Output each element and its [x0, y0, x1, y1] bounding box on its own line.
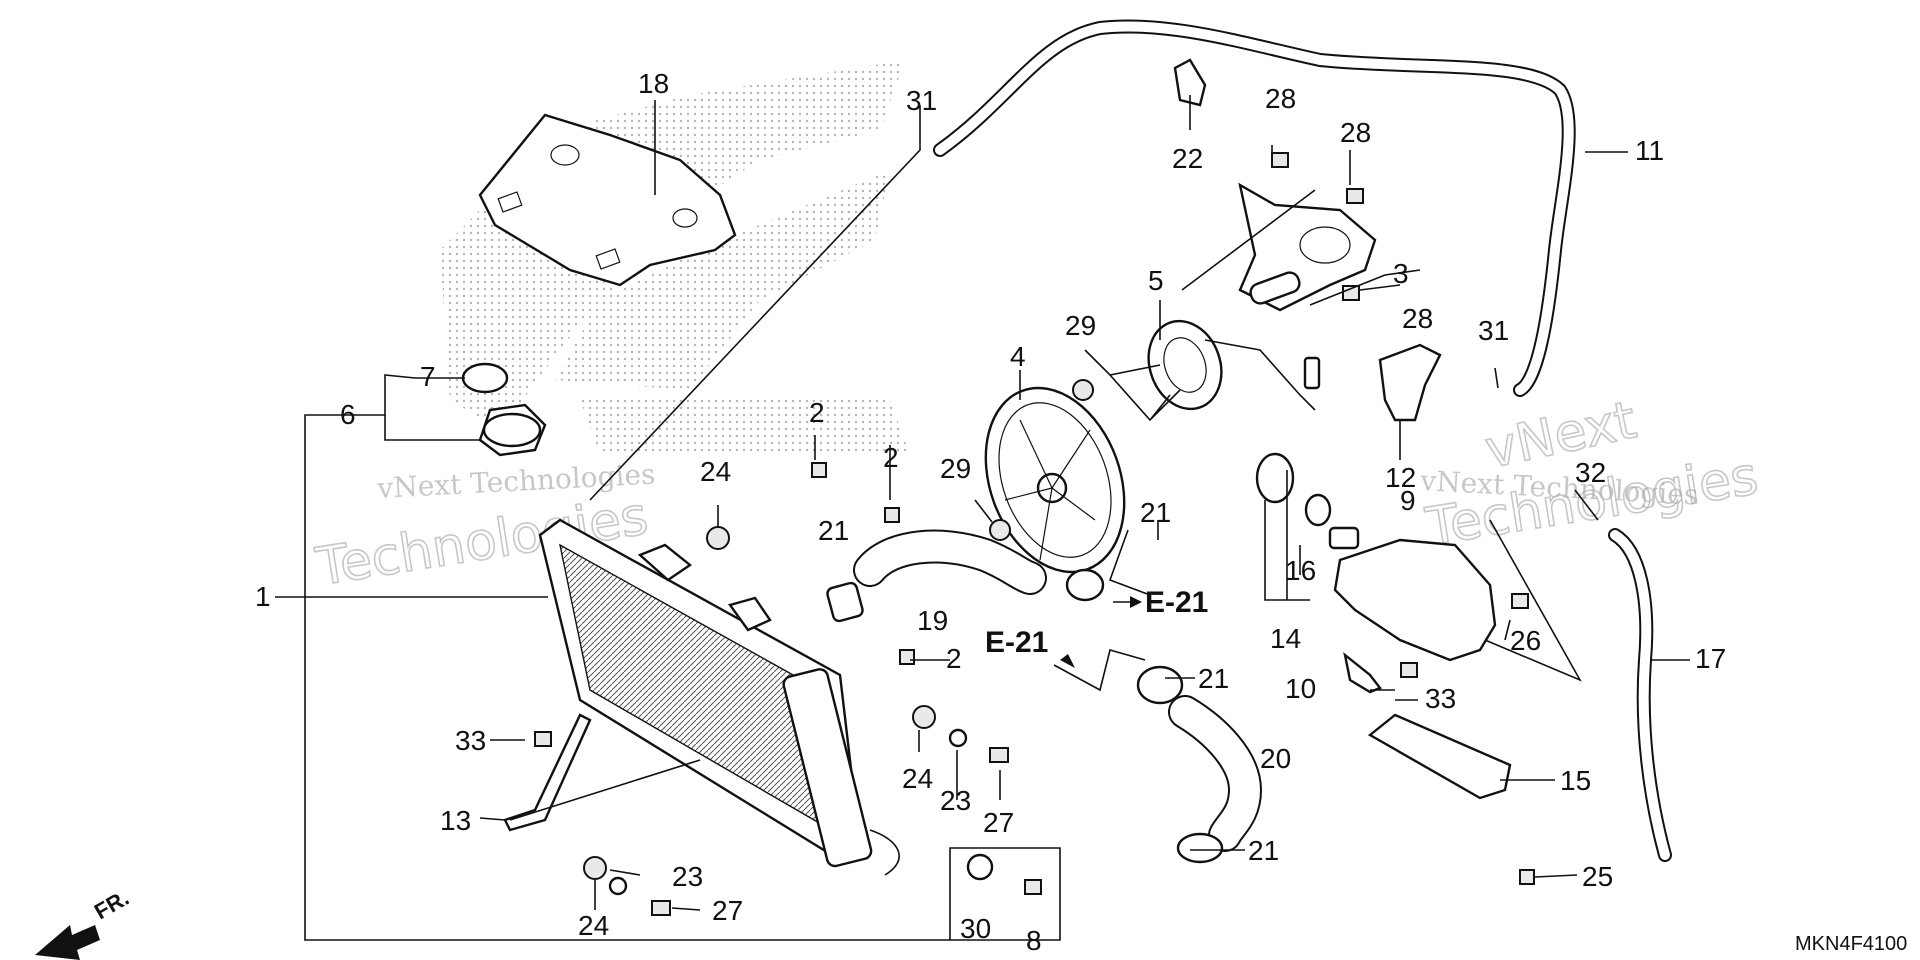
front-direction-arrow: FR.	[35, 885, 133, 960]
diagram-code: MKN4F4100	[1795, 933, 1907, 955]
callout-30: 30	[960, 913, 991, 944]
callout-2-a: 2	[809, 397, 825, 428]
clamp-parts-21	[826, 568, 1224, 864]
callout-32: 32	[1575, 457, 1606, 488]
callout-23-low: 23	[672, 861, 703, 892]
reference-labels: E-21 E-21	[985, 586, 1208, 659]
callout-26: 26	[1510, 625, 1541, 656]
callout-21-mid: 21	[1140, 497, 1171, 528]
part-17-hose	[1608, 528, 1672, 862]
callout-21-bottom: 21	[1248, 835, 1279, 866]
callout-labels: 18 31 7 6 1 24 2 2 2 21 19 4 29 29 5 21 …	[255, 68, 1726, 956]
part-15-cover	[1367, 713, 1512, 800]
callout-29-top: 29	[1065, 310, 1096, 341]
callout-8: 8	[1026, 925, 1042, 956]
part-5-motor	[1147, 319, 1321, 411]
callout-24-top: 24	[700, 456, 731, 487]
svg-text:FR.: FR.	[90, 885, 133, 924]
callout-13: 13	[440, 805, 471, 836]
callout-2-b: 2	[883, 442, 899, 473]
callout-16: 16	[1285, 555, 1316, 586]
callout-11: 11	[1635, 135, 1664, 166]
callout-21-left: 21	[818, 515, 849, 546]
reference-e21-left: E-21	[985, 626, 1048, 659]
callout-27-mid: 27	[983, 807, 1014, 838]
leader-lines	[275, 95, 1690, 941]
callout-31-right: 31	[1478, 315, 1509, 346]
callout-17: 17	[1695, 643, 1726, 674]
callout-28-low: 28	[1402, 303, 1433, 334]
callout-23-mid: 23	[940, 785, 971, 816]
part-9-reservoir	[1255, 343, 1497, 662]
callout-5: 5	[1148, 265, 1164, 296]
part-19-hose	[853, 529, 1047, 595]
callout-2-c: 2	[946, 643, 962, 674]
callout-6: 6	[340, 399, 356, 430]
callout-31-left: 31	[906, 85, 937, 116]
callout-27-low: 27	[712, 895, 743, 926]
callout-21-lower: 21	[1198, 663, 1229, 694]
callout-7: 7	[420, 361, 436, 392]
callout-19: 19	[917, 605, 948, 636]
callout-25: 25	[1582, 861, 1613, 892]
callout-24-mid: 24	[902, 763, 933, 794]
callout-33-right: 33	[1425, 683, 1456, 714]
callout-9: 9	[1400, 485, 1416, 516]
callout-18: 18	[638, 68, 669, 99]
callout-24-low: 24	[578, 910, 609, 941]
part-22-connector	[1173, 58, 1207, 107]
part-1-radiator	[538, 518, 900, 876]
part-11-hose	[933, 19, 1576, 397]
callout-29-left: 29	[940, 453, 971, 484]
callout-22: 22	[1172, 143, 1203, 174]
part-13-bracket	[503, 713, 592, 832]
callout-12: 12	[1385, 462, 1416, 493]
callout-28-top: 28	[1265, 83, 1296, 114]
callout-15: 15	[1560, 765, 1591, 796]
callout-33-left: 33	[455, 725, 486, 756]
callout-3: 3	[1393, 258, 1409, 289]
fastener-parts	[534, 152, 1535, 916]
callout-28-mid: 28	[1340, 117, 1371, 148]
callout-14: 14	[1270, 623, 1301, 654]
part-3-bracket	[1238, 182, 1377, 312]
callout-4: 4	[1010, 341, 1026, 372]
callout-20: 20	[1260, 743, 1291, 774]
callout-1: 1	[255, 581, 271, 612]
reference-e21-right: E-21	[1145, 586, 1208, 619]
reference-arrows	[1060, 596, 1142, 668]
part-18-shroud	[478, 113, 737, 287]
part-4-fan	[984, 386, 1126, 574]
part-20-hose	[1168, 695, 1263, 852]
callout-10: 10	[1285, 673, 1316, 704]
